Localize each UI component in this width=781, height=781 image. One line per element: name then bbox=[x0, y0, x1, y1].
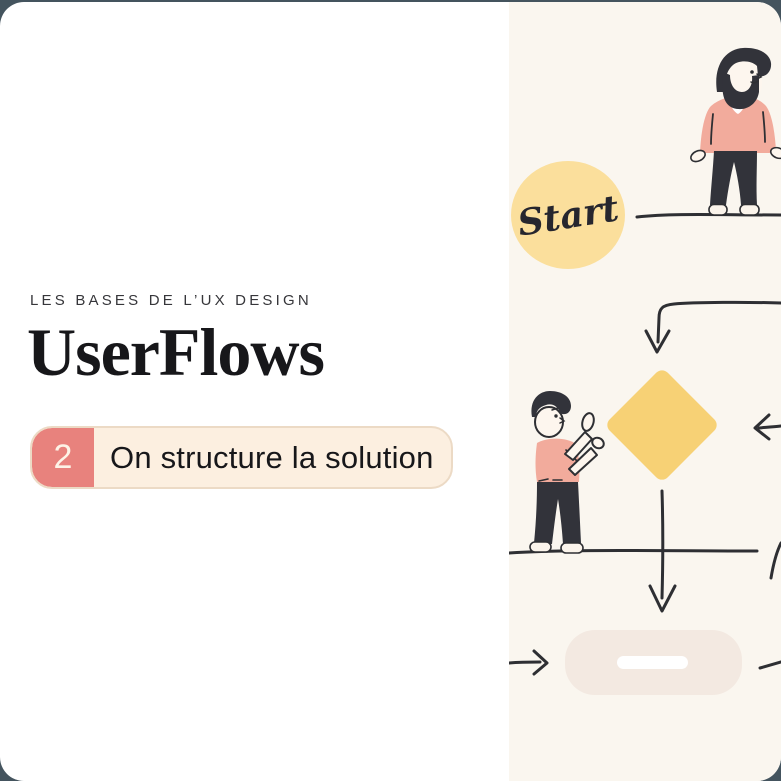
person-pushing-eye bbox=[554, 414, 558, 418]
person-pushing-hair bbox=[531, 391, 571, 417]
person-standing-shoe-right bbox=[739, 203, 760, 216]
person-pushing-arm-upper bbox=[564, 431, 593, 461]
start-node: Start bbox=[511, 161, 625, 269]
person-standing-beard bbox=[722, 72, 759, 110]
person-standing-pants bbox=[710, 151, 757, 205]
person-standing-shoe-left bbox=[708, 203, 728, 216]
person-pushing-shoe-right bbox=[560, 542, 584, 554]
page-title: UserFlows bbox=[27, 314, 325, 390]
person-pushing-hand-upper bbox=[581, 412, 595, 432]
person-pushing-face-lines bbox=[551, 407, 566, 424]
arrow-left-from-edge bbox=[753, 413, 781, 441]
line-out-of-process bbox=[758, 660, 781, 670]
step-label: On structure la solution bbox=[110, 439, 434, 475]
ground-line-top bbox=[635, 213, 781, 219]
person-standing-hand-right bbox=[769, 146, 781, 160]
person-standing bbox=[690, 47, 781, 216]
person-standing-hand-left bbox=[690, 149, 706, 163]
elbow-arrow-down bbox=[644, 300, 781, 354]
person-standing-face-lines bbox=[750, 73, 763, 84]
person-standing-sweater-seams bbox=[710, 111, 766, 145]
edge-doodle-stroke bbox=[769, 541, 781, 580]
arrow-down-to-process bbox=[648, 489, 677, 613]
person-standing-sweater bbox=[700, 96, 776, 153]
person-standing-eye bbox=[750, 70, 754, 74]
person-pushing-shoe-left bbox=[529, 541, 552, 553]
step-number: 2 bbox=[32, 428, 94, 487]
process-pill-bar bbox=[617, 656, 688, 669]
arrow-into-process bbox=[509, 649, 549, 676]
person-standing-hair bbox=[716, 47, 772, 92]
eyebrow-text: LES BASES DE L’UX DESIGN bbox=[30, 292, 312, 309]
step-badge: 2 On structure la solution bbox=[30, 426, 453, 489]
illustration-panel: Start bbox=[509, 2, 781, 781]
start-node-circle bbox=[511, 161, 625, 269]
person-pushing-pants bbox=[534, 482, 581, 544]
person-pushing-arm-lower bbox=[568, 447, 598, 476]
person-pushing-face bbox=[534, 406, 564, 438]
decision-diamond bbox=[607, 370, 717, 480]
person-pushing bbox=[529, 391, 605, 554]
person-pushing-hand-lower bbox=[591, 436, 605, 450]
